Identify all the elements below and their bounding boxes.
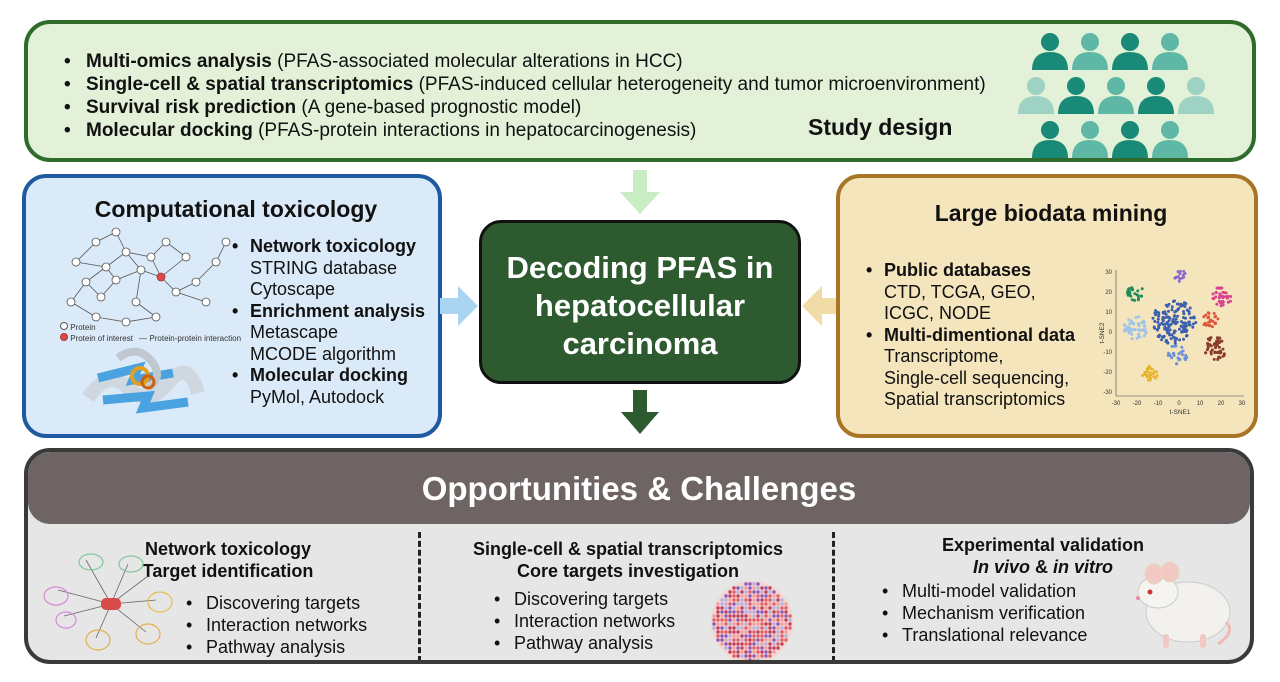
list-item: Network toxicology	[232, 236, 425, 258]
list-item: Multi-model validation	[882, 580, 1087, 602]
computational-toxicology-title: Computational toxicology	[94, 196, 378, 222]
person-icon	[1072, 33, 1108, 70]
spatial-transcriptomics-icon	[711, 581, 793, 660]
list-item: Survival risk prediction (A gene-based p…	[64, 96, 986, 119]
study-design-list: Multi-omics analysis (PFAS-associated mo…	[64, 50, 986, 142]
person-icon	[1032, 121, 1068, 158]
list-item: Multi-dimentional data	[866, 325, 1075, 347]
list-item: PyMol, Autodock	[250, 386, 385, 407]
opportunities-title: Opportunities & Challenges	[421, 470, 857, 507]
list-item: Discovering targets	[494, 588, 675, 610]
person-icon	[1032, 33, 1068, 70]
person-icon	[1152, 121, 1188, 158]
target-network-icon	[43, 553, 173, 651]
section-list: Discovering targets Interaction networks…	[494, 588, 675, 654]
section-divider	[832, 532, 835, 660]
central-title: Decoding PFAS in hepatocellular carcinom…	[506, 250, 774, 361]
person-icon	[1178, 77, 1214, 114]
list-item: Multi-omics analysis (PFAS-associated mo…	[64, 50, 986, 73]
arrow-down-icon	[620, 170, 660, 214]
section-title: Experimental validation In vivo & in vit…	[941, 535, 1145, 577]
list-item: Discovering targets	[186, 592, 367, 614]
person-icon	[1112, 121, 1148, 158]
list-item: Metascape	[250, 322, 339, 342]
list-item: Single-cell sequencing,	[884, 367, 1070, 388]
opportunities-header: Opportunities & Challenges	[28, 452, 1250, 524]
list-item: Public databases	[866, 260, 1075, 282]
large-biodata-mining-list: Public databases CTD, TCGA, GEO, ICGC, N…	[866, 260, 1075, 411]
section-title: Network toxicology Target identification	[142, 539, 314, 581]
section-title: Single-cell & spatial transcriptomics Co…	[472, 539, 784, 581]
person-icon	[1098, 77, 1134, 114]
list-item: Pathway analysis	[494, 632, 675, 654]
tick-label: -10	[1103, 350, 1112, 356]
protein-network-icon	[66, 227, 231, 327]
tick-label: 30	[1105, 270, 1112, 276]
list-item: Cytoscape	[250, 279, 336, 299]
list-item: STRING database	[250, 257, 398, 278]
tick-label: 0	[1109, 330, 1113, 336]
list-item: Spatial transcriptomics	[884, 389, 1066, 409]
large-biodata-mining-title: Large biodata mining	[934, 200, 1168, 226]
list-item: ICGC, NODE	[884, 303, 992, 323]
section-divider	[418, 532, 421, 660]
central-title-box: Decoding PFAS in hepatocellular carcinom…	[479, 220, 801, 384]
study-design-title: Study design	[808, 114, 953, 140]
tick-label: 30	[1239, 401, 1246, 407]
list-item: MCODE algorithm	[250, 343, 397, 364]
tick-label: 10	[1105, 310, 1112, 316]
section-list: Multi-model validation Mechanism verific…	[882, 580, 1087, 646]
x-axis-label: t-SNE1	[1170, 409, 1191, 416]
list-item: Transcriptome,	[884, 346, 1004, 366]
study-design-box: Multi-omics analysis (PFAS-associated mo…	[24, 20, 1256, 162]
tsne-plot: -30 -20 -10 0 10 20 30 30 20 10 0 -10 -20 -30 t-SNE1 t-…	[1099, 269, 1246, 416]
network-legend: Protein Protein of interest — Protein-pr…	[60, 322, 241, 344]
list-item: CTD, TCGA, GEO,	[884, 281, 1036, 302]
person-icon	[1152, 33, 1188, 70]
tick-label: 10	[1197, 401, 1204, 407]
list-item: Mechanism verification	[882, 602, 1087, 624]
tick-label: -30	[1112, 401, 1121, 407]
opportunities-challenges-box: Opportunities & Challenges Network toxic…	[24, 448, 1254, 664]
people-group-icon	[1018, 33, 1214, 158]
tick-label: 20	[1105, 290, 1112, 296]
large-biodata-mining-box: Large biodata mining Public databases CT…	[836, 174, 1258, 438]
person-icon	[1138, 77, 1174, 114]
list-item: Molecular docking (PFAS-protein interact…	[64, 119, 986, 142]
list-item: Single-cell & spatial transcriptomics (P…	[64, 73, 986, 96]
arrow-left-icon	[802, 286, 840, 326]
tick-label: -30	[1103, 390, 1112, 396]
list-item: Interaction networks	[494, 610, 675, 632]
tick-label: -20	[1133, 401, 1142, 407]
list-item: Interaction networks	[186, 614, 367, 636]
arrow-down-icon	[621, 390, 659, 434]
list-item: Translational relevance	[882, 624, 1087, 646]
list-item: Enrichment analysis	[232, 301, 425, 323]
person-icon	[1018, 77, 1054, 114]
arrow-right-icon	[440, 286, 478, 326]
person-icon	[1072, 121, 1108, 158]
y-axis-label: t-SNE2	[1099, 322, 1106, 343]
tick-label: 0	[1177, 401, 1181, 407]
list-item: Molecular docking	[232, 365, 425, 387]
mouse-icon	[1136, 561, 1232, 648]
list-item: Pathway analysis	[186, 636, 367, 658]
computational-toxicology-box: Computational toxicology Protein Protein…	[22, 174, 442, 438]
section-list: Discovering targets Interaction networks…	[186, 592, 367, 658]
tick-label: -10	[1154, 401, 1163, 407]
person-icon	[1112, 33, 1148, 70]
tick-label: 20	[1218, 401, 1225, 407]
computational-toxicology-list: Network toxicology STRING database Cytos…	[232, 236, 425, 408]
protein-structure-icon	[82, 347, 205, 414]
person-icon	[1058, 77, 1094, 114]
tick-label: -20	[1103, 370, 1112, 376]
